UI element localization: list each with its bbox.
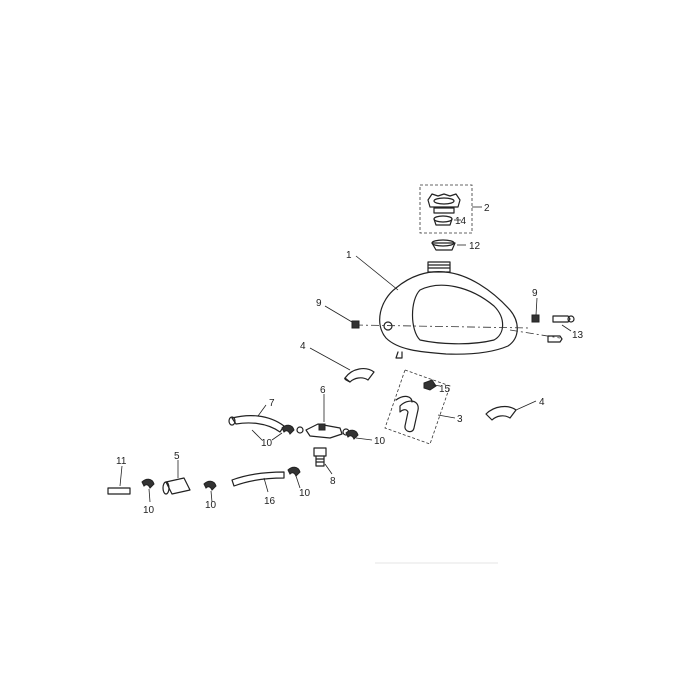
callout-14: 14 — [455, 216, 467, 227]
callout-13: 13 — [572, 330, 584, 341]
cap-gasket — [433, 215, 461, 226]
callout-9-left: 9 — [316, 298, 322, 309]
hose-clamp-b — [345, 429, 373, 441]
grommet-right — [531, 297, 540, 323]
fuel-hose-11 — [107, 465, 131, 495]
fuel-hose-16 — [231, 471, 285, 493]
fuel-hose-7 — [228, 404, 285, 433]
callout-7: 7 — [269, 398, 275, 409]
callout-10-e: 10 — [205, 500, 217, 511]
callout-10-c: 10 — [299, 488, 311, 499]
callout-10-a: 10 — [261, 438, 273, 449]
callout-4-right: 4 — [539, 397, 545, 408]
hose-clamp-c — [287, 466, 301, 489]
callout-12: 12 — [469, 241, 481, 252]
callout-8: 8 — [330, 476, 336, 487]
callout-2: 2 — [484, 203, 490, 214]
callout-1: 1 — [346, 250, 352, 261]
callout-16: 16 — [264, 496, 276, 507]
callout-15: 15 — [439, 384, 451, 395]
callout-4-left: 4 — [300, 341, 306, 352]
tank-rubber-pad-right — [485, 400, 537, 421]
callout-10-d: 10 — [143, 505, 155, 516]
callout-6: 6 — [320, 385, 326, 396]
tank-rubber-pad-left — [309, 347, 375, 383]
fuel-hose-bent — [395, 395, 419, 433]
filler-seal — [431, 239, 466, 251]
grommet-left — [324, 305, 360, 329]
hose-clip-15 — [423, 379, 441, 391]
cap-assembly-group-box — [419, 184, 482, 234]
fuel-filter — [162, 460, 191, 495]
callout-3: 3 — [457, 414, 463, 425]
drain-bolt — [313, 447, 333, 475]
callout-10-b: 10 — [374, 436, 386, 447]
fuel-cap — [427, 193, 461, 214]
mounting-bolts — [547, 315, 575, 343]
fuel-valve — [296, 394, 350, 439]
hose-clamp-a — [251, 424, 295, 441]
fuel-tank — [354, 255, 561, 359]
hose-assembly-group-box — [384, 369, 456, 445]
hose-clamp-d — [203, 480, 217, 503]
callout-5: 5 — [174, 451, 180, 462]
callout-11: 11 — [116, 456, 127, 467]
callout-9-right: 9 — [532, 288, 538, 299]
hose-clamp-e — [141, 478, 155, 503]
